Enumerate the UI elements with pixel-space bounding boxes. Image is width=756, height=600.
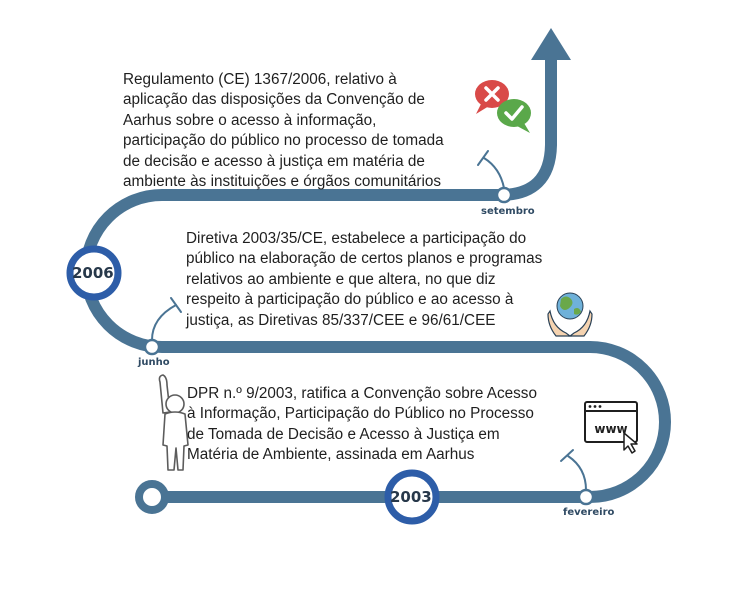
year-2006-marker (66, 245, 122, 301)
connector-fevereiro-cap (560, 449, 574, 462)
event-text-2003-junho: Diretiva 2003/35/CE, estabelece a partic… (186, 230, 543, 329)
connector-setembro-cap (477, 150, 489, 166)
year-2003-marker (384, 469, 440, 525)
month-label-fevereiro: fevereiro (563, 507, 615, 518)
timeline-path (80, 56, 671, 503)
connector-setembro (483, 157, 505, 189)
www-label: www (594, 422, 627, 436)
connector-fevereiro (567, 455, 587, 491)
start-node (135, 480, 169, 514)
hands-holding-globe-icon (547, 292, 593, 337)
arrow-head (531, 28, 571, 60)
speech-bubbles-x-check-icon (475, 80, 531, 133)
node-fevereiro (577, 488, 595, 506)
connector-junho-cap (170, 297, 182, 313)
month-label-junho: junho (138, 357, 170, 368)
event-text-2006-setembro: Regulamento (CE) 1367/2006, relativo à a… (123, 71, 444, 191)
month-label-setembro: setembro (481, 206, 535, 217)
node-setembro (495, 186, 513, 204)
year-label-2006: 2006 (72, 264, 114, 282)
person-raising-hand-icon (158, 374, 189, 471)
year-label-2003: 2003 (390, 488, 432, 506)
node-junho (143, 338, 161, 356)
event-text-2003-fevereiro: DPR n.º 9/2003, ratifica a Convenção sob… (187, 385, 537, 464)
www-browser-cursor-icon: www (584, 401, 638, 454)
connector-junho (151, 304, 177, 341)
